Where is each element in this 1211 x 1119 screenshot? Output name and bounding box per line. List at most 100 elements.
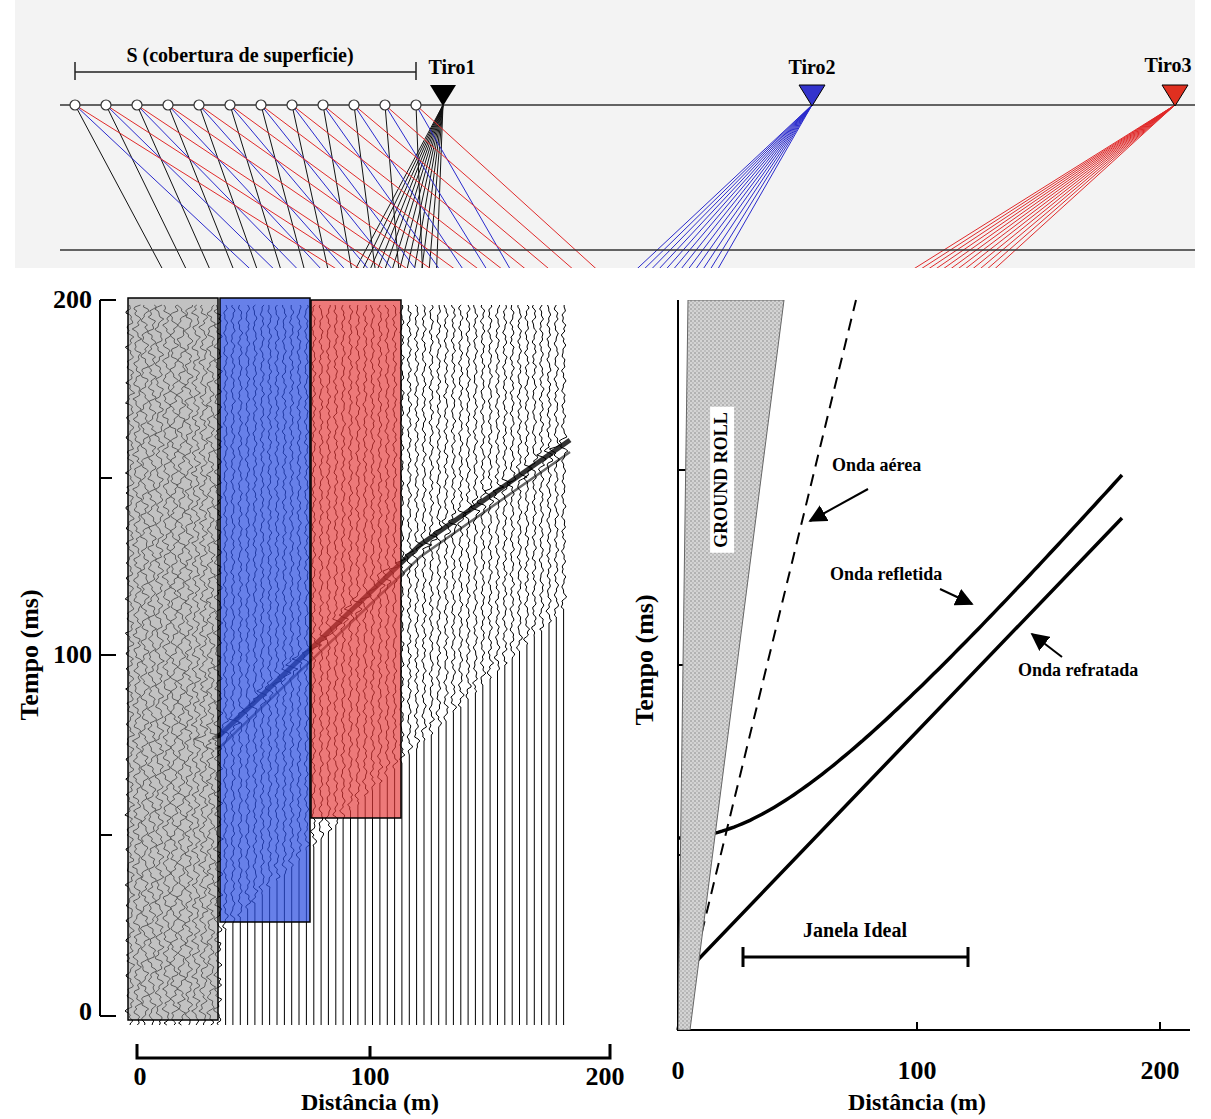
seismic-trace	[412, 305, 423, 1025]
ray-path	[292, 105, 1175, 268]
ray-path	[354, 105, 1175, 268]
ray-path	[75, 105, 1175, 268]
seismic-trace	[493, 305, 504, 1025]
seismic-trace	[524, 305, 533, 1025]
ray-path	[168, 105, 1175, 268]
leader-arrow	[810, 489, 868, 521]
axis-number: 200	[1141, 1056, 1180, 1086]
shot-symbol	[1162, 85, 1188, 106]
axis-number: 100	[351, 1062, 390, 1092]
seismic-trace	[502, 305, 511, 1025]
seismic-trace	[485, 305, 494, 1025]
ray-path	[137, 105, 812, 268]
ray-path	[261, 105, 812, 268]
geophone-symbol	[101, 100, 111, 110]
ray-path	[168, 105, 443, 268]
ideal-window-bar	[743, 947, 968, 967]
seismic-trace	[559, 305, 568, 1025]
geophone-symbol	[225, 100, 235, 110]
axis-number: 100	[53, 640, 92, 670]
ray-path	[199, 105, 1175, 268]
shot-label: Tiro3	[1144, 54, 1191, 77]
ray-path	[354, 105, 812, 268]
seismic-trace	[516, 305, 527, 1025]
geophone-symbol	[256, 100, 266, 110]
seismic-trace	[433, 305, 442, 1025]
shot-symbol	[799, 85, 825, 106]
axis-number: 200	[53, 285, 92, 315]
shot-symbol	[430, 85, 456, 106]
shot-label: Tiro1	[428, 56, 475, 79]
shot-label: Tiro2	[788, 56, 835, 79]
band-label: GROUND ROLL	[710, 407, 734, 553]
geophones	[70, 100, 421, 110]
ray-path	[385, 105, 443, 268]
seismic-trace	[449, 305, 457, 1025]
time-axis	[100, 300, 116, 1016]
geophone-symbol	[380, 100, 390, 110]
coverage-label: S (cobertura de superficie)	[126, 44, 353, 67]
seismic-trace	[507, 305, 516, 1025]
ray-path	[230, 105, 812, 268]
geophone-symbol	[287, 100, 297, 110]
axis-title: Tempo (ms)	[15, 589, 45, 720]
ray-path	[230, 105, 443, 268]
leader-arrow	[940, 589, 972, 604]
geophone-symbol	[349, 100, 359, 110]
geophone-symbol	[194, 100, 204, 110]
ray-path	[385, 105, 812, 268]
axis-number: 0	[672, 1056, 685, 1086]
schematic-axes	[678, 300, 1190, 1030]
axis-title: Distância (m)	[301, 1089, 439, 1117]
ray-path	[168, 105, 812, 268]
ray-path	[385, 105, 1175, 268]
seismic-trace	[442, 305, 451, 1025]
ray-path	[106, 105, 812, 268]
wave-label: Onda aérea	[832, 455, 921, 476]
axis-title: Distância (m)	[848, 1089, 986, 1117]
ray-path	[416, 105, 1175, 268]
ray-path	[261, 105, 443, 268]
seismic-trace	[458, 305, 466, 1025]
geophone-symbol	[132, 100, 142, 110]
axis-number: 200	[586, 1062, 625, 1092]
ray-path	[106, 105, 1175, 268]
seismic-trace	[544, 305, 553, 1025]
grey-window	[128, 298, 218, 1020]
axis-number: 0	[79, 997, 92, 1027]
blue-window	[220, 298, 310, 922]
ray-path	[323, 105, 1175, 268]
ray-path	[106, 105, 443, 268]
seismic-trace	[537, 305, 546, 1025]
geophone-symbol	[318, 100, 328, 110]
seismic-trace	[477, 305, 486, 1025]
band-shape	[678, 300, 784, 1030]
geophone-symbol	[411, 100, 421, 110]
reflector-line	[60, 249, 1195, 251]
ray-path	[230, 105, 1175, 268]
geophone-symbol	[163, 100, 173, 110]
seismic-trace	[529, 305, 538, 1025]
axis-number: 0	[134, 1062, 147, 1092]
axis-number: 100	[898, 1056, 937, 1086]
red-window	[311, 300, 401, 818]
ray-paths	[75, 105, 1175, 268]
seismic-trace	[463, 305, 472, 1025]
seismic-trace	[471, 305, 481, 1025]
seismic-trace	[421, 305, 432, 1025]
ray-path	[261, 105, 1175, 268]
axis-title: Tempo (ms)	[630, 594, 660, 725]
seismic-trace	[429, 305, 437, 1025]
seismic-trace	[549, 305, 560, 1025]
window-label: Janela Ideal	[803, 919, 907, 942]
ray-path	[416, 105, 812, 268]
ground-roll-band: GROUND ROLL	[678, 300, 786, 1030]
distance-axis	[137, 1044, 610, 1058]
leader-arrow	[1032, 634, 1062, 657]
wave-label: Onda refratada	[1018, 660, 1138, 681]
ray-path	[137, 105, 1175, 268]
seismic-trace	[405, 305, 414, 1025]
geophone-symbol	[70, 100, 80, 110]
wave-label: Onda refletida	[830, 564, 942, 585]
